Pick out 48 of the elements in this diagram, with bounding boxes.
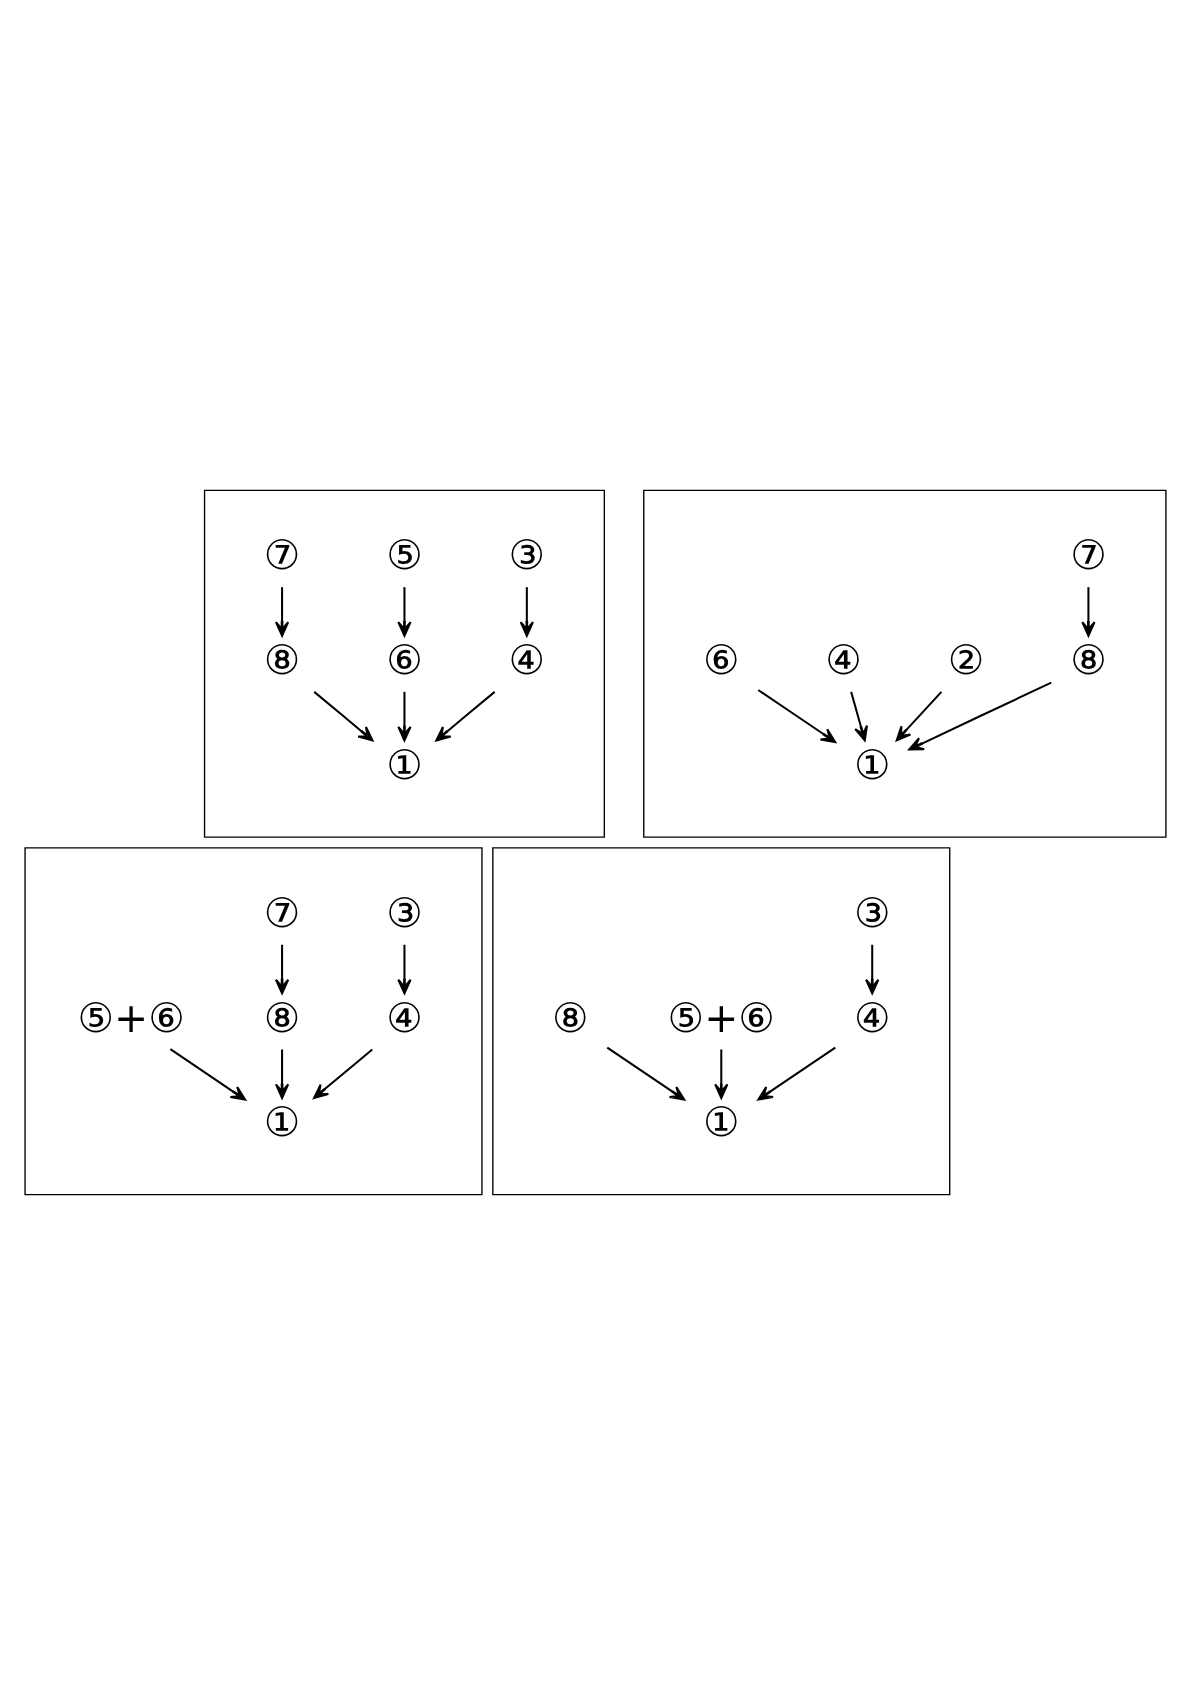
node-text: ④: [508, 635, 546, 684]
node-text: ⑦: [263, 888, 301, 937]
arrow: [274, 944, 290, 995]
arrow: [274, 587, 290, 637]
node-text: ④: [825, 635, 862, 684]
arrow: [397, 944, 412, 995]
node-text: ③: [853, 888, 891, 937]
arrow: [397, 587, 412, 637]
node-text: ⑥: [703, 635, 740, 684]
node-text: ⑧: [1070, 635, 1107, 684]
arrow: [397, 691, 412, 742]
arrow: [519, 587, 534, 637]
node-text: ①: [386, 740, 423, 789]
arrow: [757, 689, 837, 743]
node-text: ⑤: [386, 531, 423, 580]
node-text: ④: [853, 993, 891, 1042]
arrow: [435, 691, 496, 742]
cluster: [24, 847, 483, 1196]
node-text: ③: [386, 888, 423, 937]
arrow: [606, 1046, 686, 1101]
node-text: ⑤+⑥: [77, 993, 185, 1042]
arrow: [313, 691, 374, 742]
node-text: ⑧: [263, 635, 301, 684]
node-text: ⑦: [263, 531, 301, 580]
cluster: [492, 847, 951, 1196]
arrow: [865, 944, 880, 995]
arrow: [908, 681, 1052, 751]
node-text: ①: [703, 1098, 740, 1147]
node-text: ④: [386, 993, 423, 1042]
arrow: [313, 1048, 373, 1100]
cluster: [203, 489, 605, 838]
node-text: ⑧: [263, 993, 301, 1042]
arrow: [895, 691, 943, 742]
node-text: ⑥: [386, 635, 423, 684]
arrow: [850, 691, 868, 742]
node-text: ⑤+⑥: [667, 993, 775, 1042]
node-text: ③: [508, 531, 546, 580]
cluster: [643, 489, 1167, 838]
arrow: [1081, 587, 1096, 637]
node-text: ⑧: [552, 993, 589, 1042]
node-text: ⑦: [1070, 531, 1107, 580]
arrow: [757, 1046, 836, 1101]
node-text: ①: [853, 740, 891, 789]
arrow: [169, 1048, 247, 1101]
node-text: ①: [263, 1098, 301, 1147]
node-text: ②: [947, 635, 985, 684]
arrow: [714, 1049, 729, 1100]
arrow: [274, 1049, 290, 1100]
